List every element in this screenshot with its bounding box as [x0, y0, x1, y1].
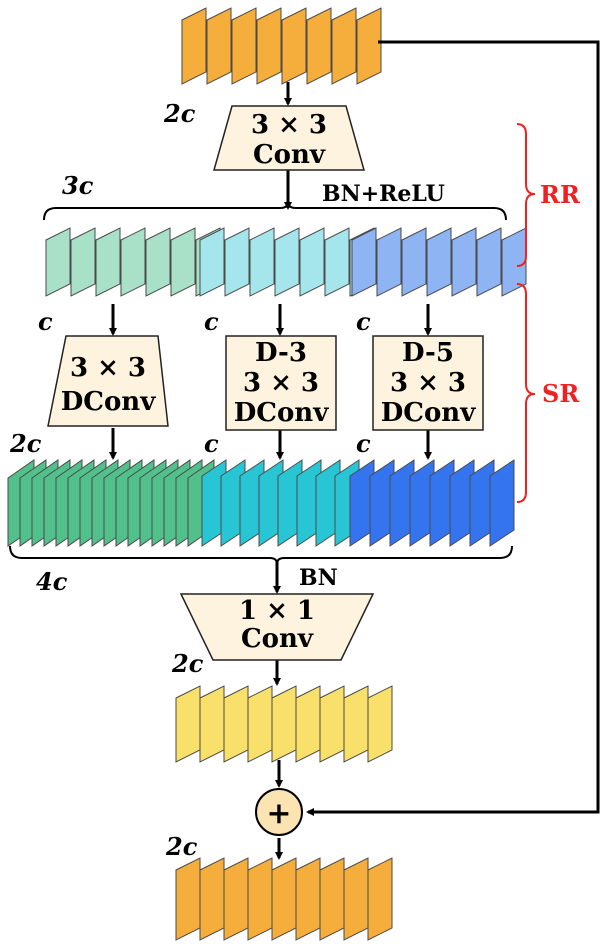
split-channels-label: 3c: [62, 171, 94, 200]
dconv3-line1: D-5: [402, 338, 454, 368]
dconv-branch3-block: [372, 335, 484, 431]
output-map: [199, 685, 225, 763]
rr-green-map: [70, 227, 96, 297]
final-map: [199, 857, 225, 941]
rr-cyan-map: [249, 227, 275, 297]
input-map: [356, 7, 382, 85]
output-map: [247, 685, 273, 763]
sr-brace: [516, 283, 536, 503]
input-channels-label: 2c: [163, 99, 196, 128]
rr-blue-map: [376, 227, 402, 297]
final-map: [223, 857, 249, 941]
input-map: [331, 7, 357, 85]
dconv3-line2: 3 × 3: [390, 368, 466, 398]
branch3-in-label: c: [356, 307, 371, 336]
rr-cyan-map: [224, 227, 250, 297]
sr-label: SR: [542, 379, 580, 408]
dconv-branch2-block: [225, 335, 337, 431]
split-bracket: [43, 201, 507, 221]
final-map: [175, 857, 201, 941]
input-map: [281, 7, 307, 85]
rr-blue-map: [476, 227, 502, 297]
add-node: [255, 788, 303, 836]
rr-cyan-map: [299, 227, 325, 297]
dconv2-line3: DConv: [234, 398, 329, 428]
input-map: [256, 7, 282, 85]
rr-cyan-map: [324, 227, 350, 297]
branch3-out-label: c: [356, 429, 371, 458]
rr-green-map: [45, 227, 71, 297]
input-map: [231, 7, 257, 85]
dconv1-line1: 3 × 3: [70, 353, 146, 383]
rr-blue-map: [426, 227, 452, 297]
feature-map-stacks: [7, 7, 527, 941]
conv1x1-title: 1 × 1: [239, 596, 315, 626]
conv1x1-subtitle: Conv: [241, 624, 314, 654]
rr-label: RR: [540, 180, 581, 209]
bn-label: BN: [299, 565, 338, 591]
output-map: [295, 685, 321, 763]
conv3x3-block: [213, 105, 365, 171]
branch1-out-label: 2c: [9, 429, 42, 458]
branch1-in-label: c: [38, 307, 53, 336]
input-map: [206, 7, 232, 85]
rr-green-map: [170, 227, 196, 297]
conv3x3-subtitle: Conv: [253, 140, 326, 170]
bn-relu-label: BN+ReLU: [322, 181, 445, 207]
dconv-branch1-block: [47, 335, 169, 427]
rr-blue-map: [351, 227, 377, 297]
rr-cyan-map: [274, 227, 300, 297]
final-map: [343, 857, 369, 941]
output-map: [367, 685, 393, 763]
dconv2-line2: 3 × 3: [243, 368, 319, 398]
rr-green-map: [95, 227, 121, 297]
output-map: [175, 685, 201, 763]
final-channels-label: 2c: [165, 832, 198, 861]
rr-green-map: [145, 227, 171, 297]
final-map: [367, 857, 393, 941]
input-map: [181, 7, 207, 85]
conv3x3-title: 3 × 3: [251, 110, 327, 140]
concat-channels-label: 4c: [36, 567, 68, 596]
dconv1-line2: DConv: [61, 387, 156, 417]
branch2-out-label: c: [204, 429, 219, 458]
dconv2-line1: D-3: [255, 338, 307, 368]
output-map: [319, 685, 345, 763]
add-symbol: +: [266, 796, 291, 831]
skip-connection-line: [306, 40, 600, 816]
input-map: [306, 7, 332, 85]
sr-blue-map: [489, 459, 515, 547]
rr-green-map: [120, 227, 146, 297]
rr-blue-map: [501, 227, 527, 297]
output-channels-label: 2c: [171, 649, 204, 678]
output-map: [343, 685, 369, 763]
dconv3-line3: DConv: [381, 398, 476, 428]
conv1x1-block: [179, 593, 375, 661]
rr-brace: [516, 123, 536, 267]
rr-cyan-map: [199, 227, 225, 297]
final-map: [271, 857, 297, 941]
final-map: [319, 857, 345, 941]
branch2-in-label: c: [204, 307, 219, 336]
output-map: [223, 685, 249, 763]
output-map: [271, 685, 297, 763]
rr-blue-map: [451, 227, 477, 297]
rr-blue-map: [401, 227, 427, 297]
final-map: [247, 857, 273, 941]
final-map: [295, 857, 321, 941]
concat-bracket: [9, 545, 513, 565]
